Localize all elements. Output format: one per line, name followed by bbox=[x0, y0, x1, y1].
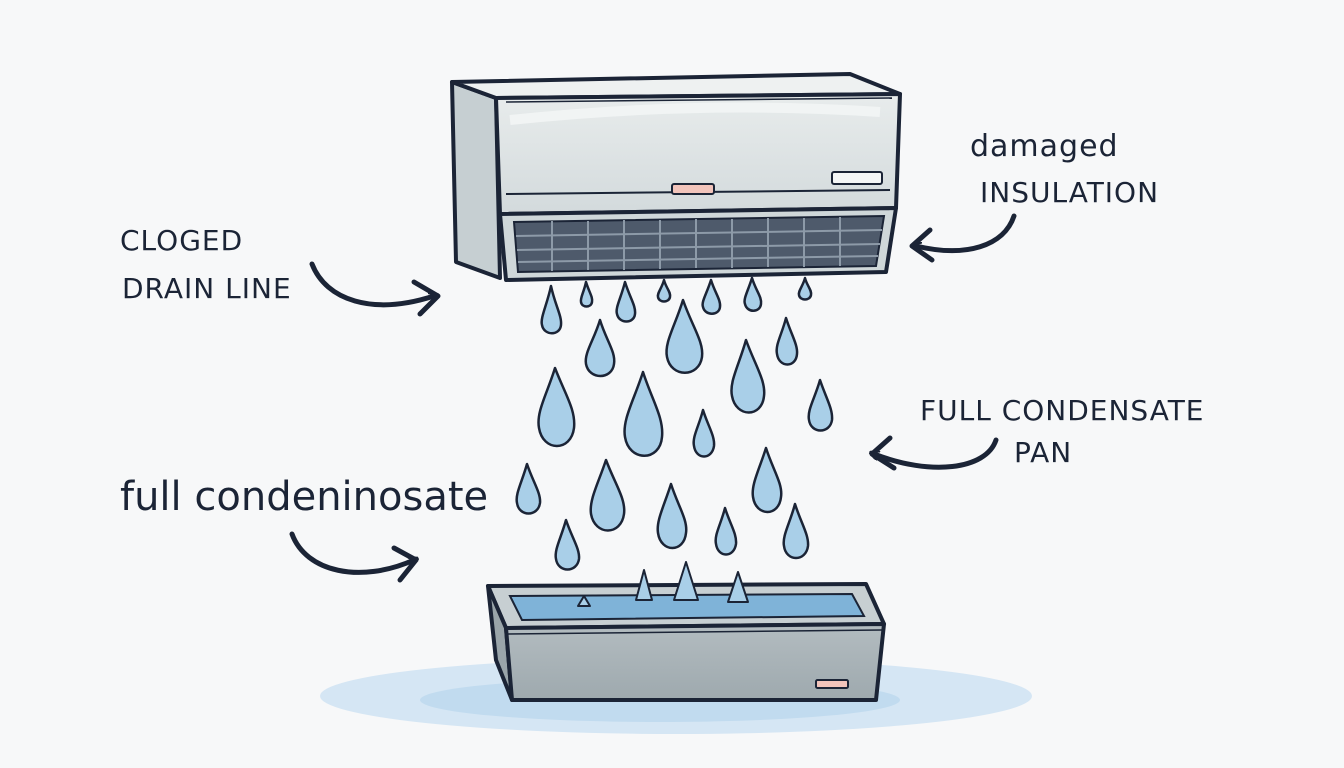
water-drop-icon bbox=[665, 298, 704, 374]
water-drop-icon bbox=[656, 278, 672, 303]
water-drop-icon bbox=[589, 458, 626, 532]
annotation-arrows bbox=[289, 213, 1017, 575]
air-conditioner-unit-icon bbox=[450, 72, 902, 282]
label-full-condensate-pan-1: FULL CONDENSATE bbox=[920, 394, 1205, 427]
pan-indicator bbox=[815, 679, 849, 689]
water-drop-icon bbox=[537, 366, 576, 448]
water-drop-icon bbox=[751, 446, 783, 514]
water-drops bbox=[515, 276, 834, 571]
water-drop-icon bbox=[515, 462, 542, 515]
curved-arrow-icon bbox=[309, 261, 434, 308]
water-drop-icon bbox=[714, 506, 738, 556]
water-drop-icon bbox=[615, 280, 637, 323]
water-drop-icon bbox=[579, 280, 594, 308]
curved-arrow-icon bbox=[874, 437, 999, 470]
label-damaged-insulation-1: damaged bbox=[970, 129, 1119, 164]
water-drop-icon bbox=[797, 276, 813, 301]
label-clogged-drain-line-1: CLOGED bbox=[120, 224, 243, 257]
water-drop-icon bbox=[743, 276, 763, 312]
drip-pan-icon bbox=[486, 561, 886, 702]
arrow-heads bbox=[391, 227, 935, 583]
label-damaged-insulation-2: INSULATION bbox=[980, 176, 1159, 209]
water-drop-icon bbox=[540, 284, 563, 335]
curved-arrow-icon bbox=[289, 531, 414, 575]
water-drop-icon bbox=[730, 338, 766, 414]
indicator-light bbox=[671, 183, 715, 195]
vent-grille bbox=[512, 214, 886, 274]
water-drop-icon bbox=[554, 518, 581, 571]
label-clogged-drain-line-2: DRAIN LINE bbox=[122, 272, 292, 305]
curved-arrow-icon bbox=[916, 213, 1017, 254]
water-drop-icon bbox=[701, 278, 722, 315]
water-drop-icon bbox=[775, 316, 799, 366]
water-drop-icon bbox=[656, 482, 688, 550]
water-drop-icon bbox=[692, 408, 716, 458]
water-drop-icon bbox=[584, 318, 616, 378]
water-drop-icon bbox=[623, 370, 664, 457]
display-panel bbox=[831, 171, 883, 185]
label-full-condeninosate: full condeninosate bbox=[120, 474, 488, 520]
water-drop-icon bbox=[807, 378, 834, 432]
label-full-condensate-pan-2: PAN bbox=[1014, 436, 1072, 469]
water-drop-icon bbox=[782, 502, 810, 560]
